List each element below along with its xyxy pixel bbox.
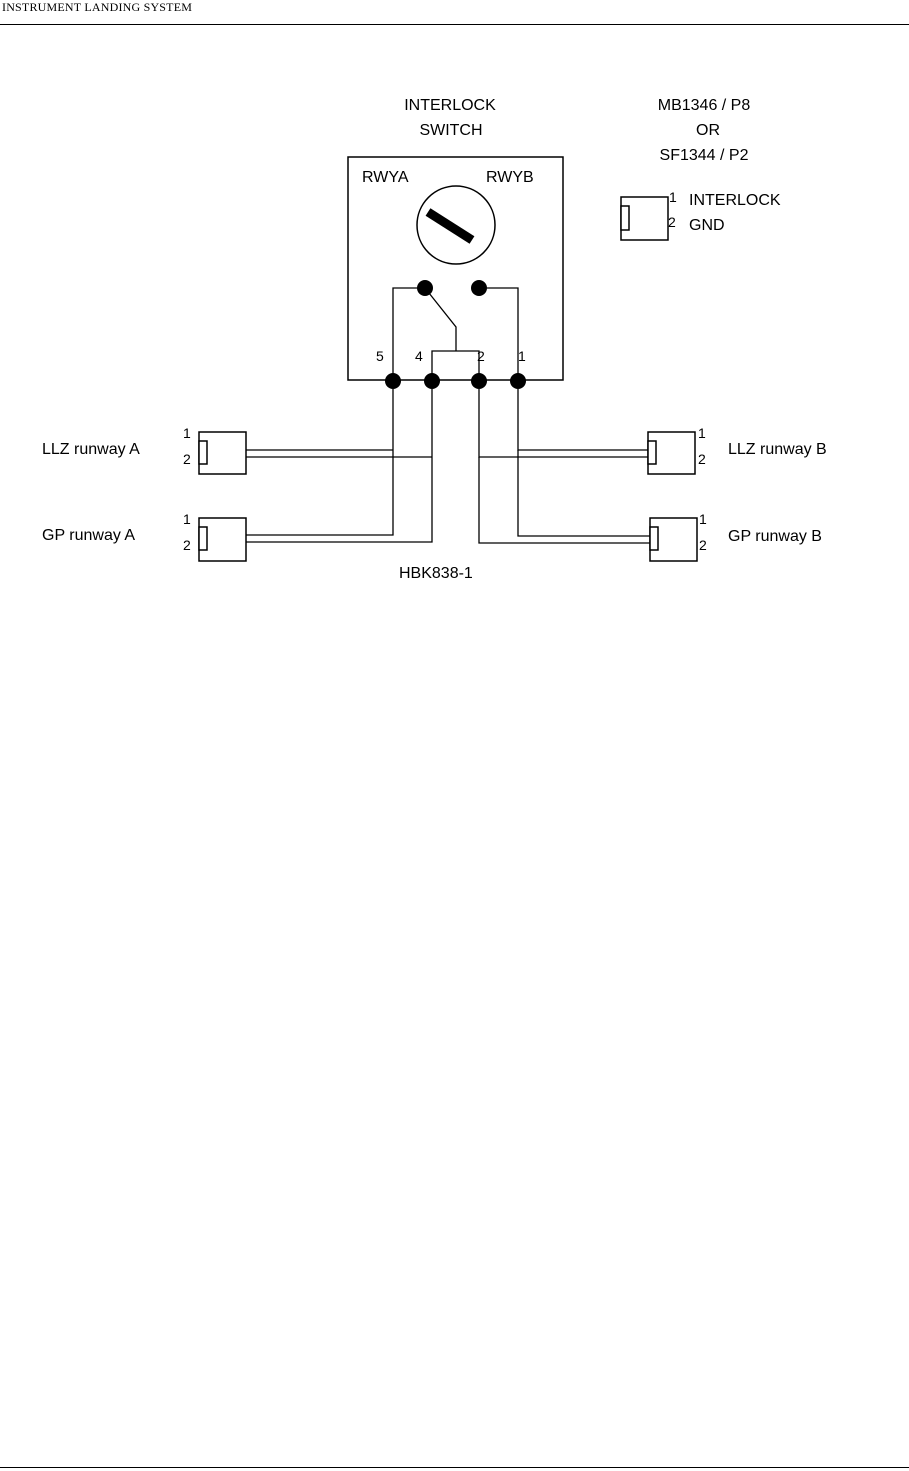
plug-llz-b-pin2: 2	[698, 451, 706, 467]
connector-title-line1: MB1346 / P8	[658, 97, 751, 114]
connector-signal-interlock: INTERLOCK	[689, 192, 781, 209]
plug-gp-a-pin1: 1	[183, 511, 191, 527]
footer-rule	[0, 1467, 909, 1468]
wire-gp-b-1	[518, 450, 652, 536]
plug-llz-runway-b	[648, 432, 695, 474]
switch-label-rwya: RWYA	[362, 169, 409, 186]
switch-title-line2: SWITCH	[419, 122, 482, 139]
plug-gp-runway-a	[199, 518, 246, 561]
wire-llz-b-1	[518, 389, 650, 450]
plug-gp-b-pin2: 2	[699, 537, 707, 553]
plug-llz-b-label: LLZ runway B	[728, 441, 827, 458]
switch-pin-2: 2	[477, 348, 485, 364]
connector-title-line3: SF1344 / P2	[660, 147, 749, 164]
connector-title-line2: OR	[696, 122, 720, 139]
plug-llz-runway-a	[199, 432, 246, 474]
connector-pin-2: 2	[668, 214, 676, 230]
plug-gp-a-label: GP runway A	[42, 527, 135, 544]
connector-signal-gnd: GND	[689, 217, 725, 234]
plug-llz-a-pin1: 1	[183, 425, 191, 441]
interlock-connector	[621, 197, 668, 240]
plug-llz-a-label: LLZ runway A	[42, 441, 140, 458]
plug-gp-b-pin1: 1	[699, 511, 707, 527]
terminal-5	[385, 373, 401, 389]
contact-rwyb	[471, 280, 487, 296]
terminal-2	[471, 373, 487, 389]
rotary-knob-icon	[417, 186, 495, 264]
plug-gp-a-pin2: 2	[183, 537, 191, 553]
wire-gp-a-2	[246, 389, 432, 542]
terminal-4	[424, 373, 440, 389]
switch-pin-4: 4	[415, 348, 423, 364]
switch-pin-1: 1	[518, 348, 526, 364]
part-number: HBK838-1	[399, 565, 473, 582]
switch-title-line1: INTERLOCK	[404, 97, 496, 114]
plug-llz-b-pin1: 1	[698, 425, 706, 441]
wire-gp-a-1	[246, 389, 393, 535]
wire-gp-b-2	[479, 457, 652, 543]
connector-pin-1: 1	[669, 189, 677, 205]
terminal-1	[510, 373, 526, 389]
wire-llz-b-2	[479, 389, 650, 457]
switch-pin-5: 5	[376, 348, 384, 364]
plug-gp-b-label: GP runway B	[728, 528, 822, 545]
plug-gp-runway-b	[650, 518, 697, 561]
plug-llz-a-pin2: 2	[183, 451, 191, 467]
switch-label-rwyb: RWYB	[486, 169, 534, 186]
